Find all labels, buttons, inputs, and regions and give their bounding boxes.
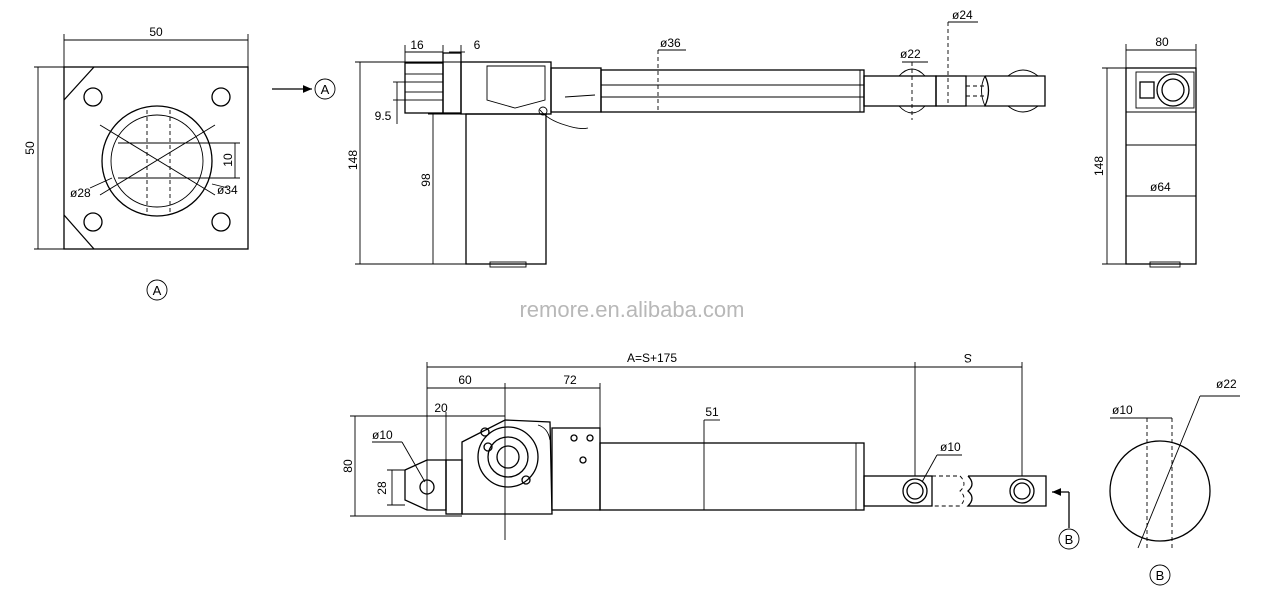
arrow-a [272,78,336,100]
clevis-width-label: 16 [410,38,424,52]
rod-diameter-label: ø22 [900,47,921,61]
arrow-b-label: B [1065,532,1074,547]
view-a-bore-inner-label: ø28 [70,186,91,200]
view-a-height-label: 50 [23,141,37,155]
view-b-hole-label: ø10 [1112,403,1133,417]
stroke-label: S [964,351,972,365]
view-a-width-label: 50 [149,25,163,39]
hole-right-label: ø10 [940,440,961,454]
end-view [1102,44,1197,268]
len-60-label: 60 [458,373,472,387]
height-80-label: 80 [341,459,355,473]
hole-left-label: ø10 [372,428,393,442]
view-b-outer-label: ø22 [1216,377,1237,391]
view-b-title: B [1156,568,1165,583]
view-a-bore-outer-label: ø34 [217,183,238,197]
clevis-offset-label: 9.5 [375,109,392,123]
watermark: remore.en.alibaba.com [519,297,744,322]
view-a-title: A [153,283,162,298]
end-height-label: 148 [1092,156,1106,176]
len-72-label: 72 [563,373,577,387]
motor-height-label: 98 [419,173,433,187]
rod-end-diameter-label: ø24 [952,8,973,22]
view-a-plate [34,34,249,250]
view-a-slot-label: 10 [221,153,235,167]
view-b [1109,395,1240,550]
arrow-a-label: A [321,82,330,97]
view-a-circle-marker [146,279,168,301]
side-view-actuator [355,21,1046,268]
total-height-label: 148 [346,150,360,170]
tube-diameter-label: ø36 [660,36,681,50]
arrow-b [1052,488,1080,550]
motor-diameter-label: ø64 [1150,180,1171,194]
height-28-label: 28 [375,481,389,495]
tube-dia-label: 51 [705,405,719,419]
top-view-actuator [350,362,1047,540]
total-length-label: A=S+175 [627,351,677,365]
end-width-label: 80 [1155,35,1169,49]
offset-20-label: 20 [434,401,448,415]
gap-label: 6 [474,38,481,52]
view-b-circle-marker [1149,564,1171,586]
